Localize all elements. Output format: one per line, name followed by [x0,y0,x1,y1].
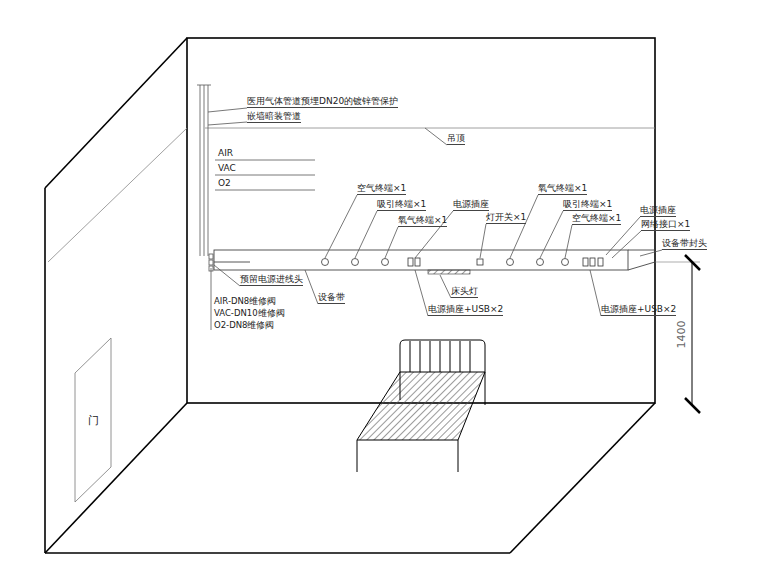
callout-label: 电源插座+USB×2 [428,304,503,316]
gas-terminals [322,258,604,266]
callout-label: 医用气体管道预埋DN20的镀锌管保护 [247,96,398,108]
callout-label: 设备带封头 [662,238,707,250]
bed-lamp [428,270,470,274]
callout-label: 电源插座 [640,205,676,217]
callout-label: 吊顶 [447,133,465,145]
callout-label: AIR [218,148,233,159]
callout-label: 空气终端×1 [572,213,621,225]
ceiling-line [48,128,655,262]
callout-label: 氧气终端×1 [538,183,587,195]
callout-label: 吸引终端×1 [563,199,612,211]
bed [357,340,485,472]
callout-label: 网络接口×1 [641,219,690,231]
callout-label: O2-DN8维修阀 [214,320,274,331]
callout-label: 嵌墙暗装管道 [247,111,301,123]
callout-label: VAC [218,163,236,174]
dimension-1400 [655,255,700,413]
equipment-band [214,250,655,270]
room-outline [45,38,655,553]
callout-label: 设备带 [318,292,345,304]
door: 门 [72,335,114,505]
callout-label: 灯开关×1 [486,212,526,224]
gas-pipes [197,85,213,271]
callout-label: 空气终端×1 [357,183,406,195]
callout-label: 床头灯 [451,286,478,298]
dimension-text: 1400 [676,321,687,349]
callout-label: O2 [218,178,231,189]
callout-label: VAC-DN10维修阀 [214,308,285,319]
callout-label: AIR-DN8维修阀 [214,296,276,307]
callout-label: 电源插座 [453,199,489,211]
callout-label: 氧气终端×1 [398,215,447,227]
door-label: 门 [88,413,99,428]
callout-label: 吸引终端×1 [377,199,426,211]
callout-label: 电源插座+USB×2 [601,304,676,316]
callout-label: 预留电源进线头 [240,274,303,286]
leader-lines [208,108,662,330]
